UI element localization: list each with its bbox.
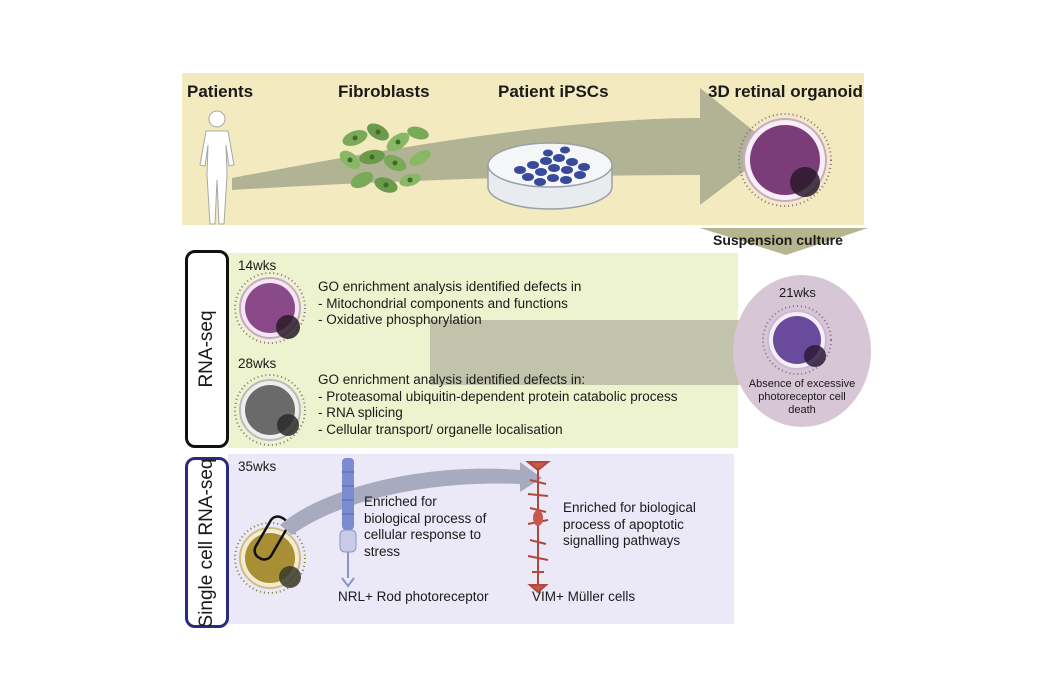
rod-enriched-line: stress: [364, 543, 401, 559]
week28-go-heading: GO enrichment analysis identified defect…: [318, 372, 586, 387]
week21-note-line: photoreceptor cell: [758, 391, 846, 403]
rna-seq-section-label: RNA-seq: [185, 250, 229, 448]
week28-time-label: 28wks: [238, 356, 277, 371]
organoid-21wks-icon: [762, 305, 832, 375]
rod-cell-label: NRL+ Rod photoreceptor: [338, 589, 489, 604]
step-fibroblasts-label: Fibroblasts: [338, 82, 430, 101]
week28-go-item: - Cellular transport/ organelle localisa…: [318, 421, 563, 437]
week21-time-label: 21wks: [779, 285, 816, 300]
muller-enriched-line: process of apoptotic: [563, 516, 684, 532]
organoid-14wks-icon: [234, 272, 306, 344]
muller-enriched-text: Enriched for biological process of apopt…: [563, 500, 696, 550]
week28-go-text: GO enrichment analysis identified defect…: [318, 372, 677, 438]
petri-dish-icon: [487, 142, 613, 210]
retinal-organoid-icon: [738, 113, 832, 207]
rod-enriched-line: biological process of: [364, 510, 487, 526]
week21-note-line: death: [788, 404, 816, 416]
week14-go-item: - Mitochondrial components and functions: [318, 295, 568, 311]
week28-go-item: - RNA splicing: [318, 405, 403, 420]
week14-go-item: - Oxidative phosphorylation: [318, 312, 482, 327]
rod-enriched-line: cellular response to: [364, 527, 482, 542]
single-cell-section-label: Single cell RNA-seq: [185, 457, 229, 628]
week21-arrow: [430, 320, 770, 385]
week14-time-label: 14wks: [238, 258, 277, 273]
muller-cell-label: VIM+ Müller cells: [532, 589, 636, 604]
week35-time-label: 35wks: [238, 459, 277, 474]
muller-cell-icon: [525, 461, 551, 594]
step-ipscs-label: Patient iPSCs: [498, 82, 609, 101]
step-patients-label: Patients: [187, 82, 254, 101]
step-organoid-label: 3D retinal organoid: [708, 82, 863, 101]
suspension-arrow: [700, 228, 868, 255]
muller-enriched-line: Enriched for biological: [563, 500, 696, 515]
week28-go-item: - Proteasomal ubiquitin-dependent protei…: [318, 388, 678, 404]
organoid-35wks-icon: [234, 515, 306, 594]
fibroblast-icon: [339, 123, 431, 193]
muller-enriched-line: signalling pathways: [563, 533, 681, 548]
rod-photoreceptor-icon: [339, 458, 357, 588]
week21-note: Absence of excessive photoreceptor cell …: [738, 378, 866, 417]
suspension-culture-label: Suspension culture: [713, 232, 843, 248]
patient-icon: [199, 110, 235, 225]
single-cell-arrow: [280, 462, 542, 535]
week14-go-text: GO enrichment analysis identified defect…: [318, 279, 581, 329]
organoid-28wks-icon: [234, 374, 306, 446]
week14-go-heading: GO enrichment analysis identified defect…: [318, 279, 582, 294]
rod-enriched-line: Enriched for: [364, 494, 437, 509]
week21-note-line: Absence of excessive: [748, 378, 856, 390]
rod-enriched-text: Enriched for biological process of cellu…: [364, 494, 486, 560]
